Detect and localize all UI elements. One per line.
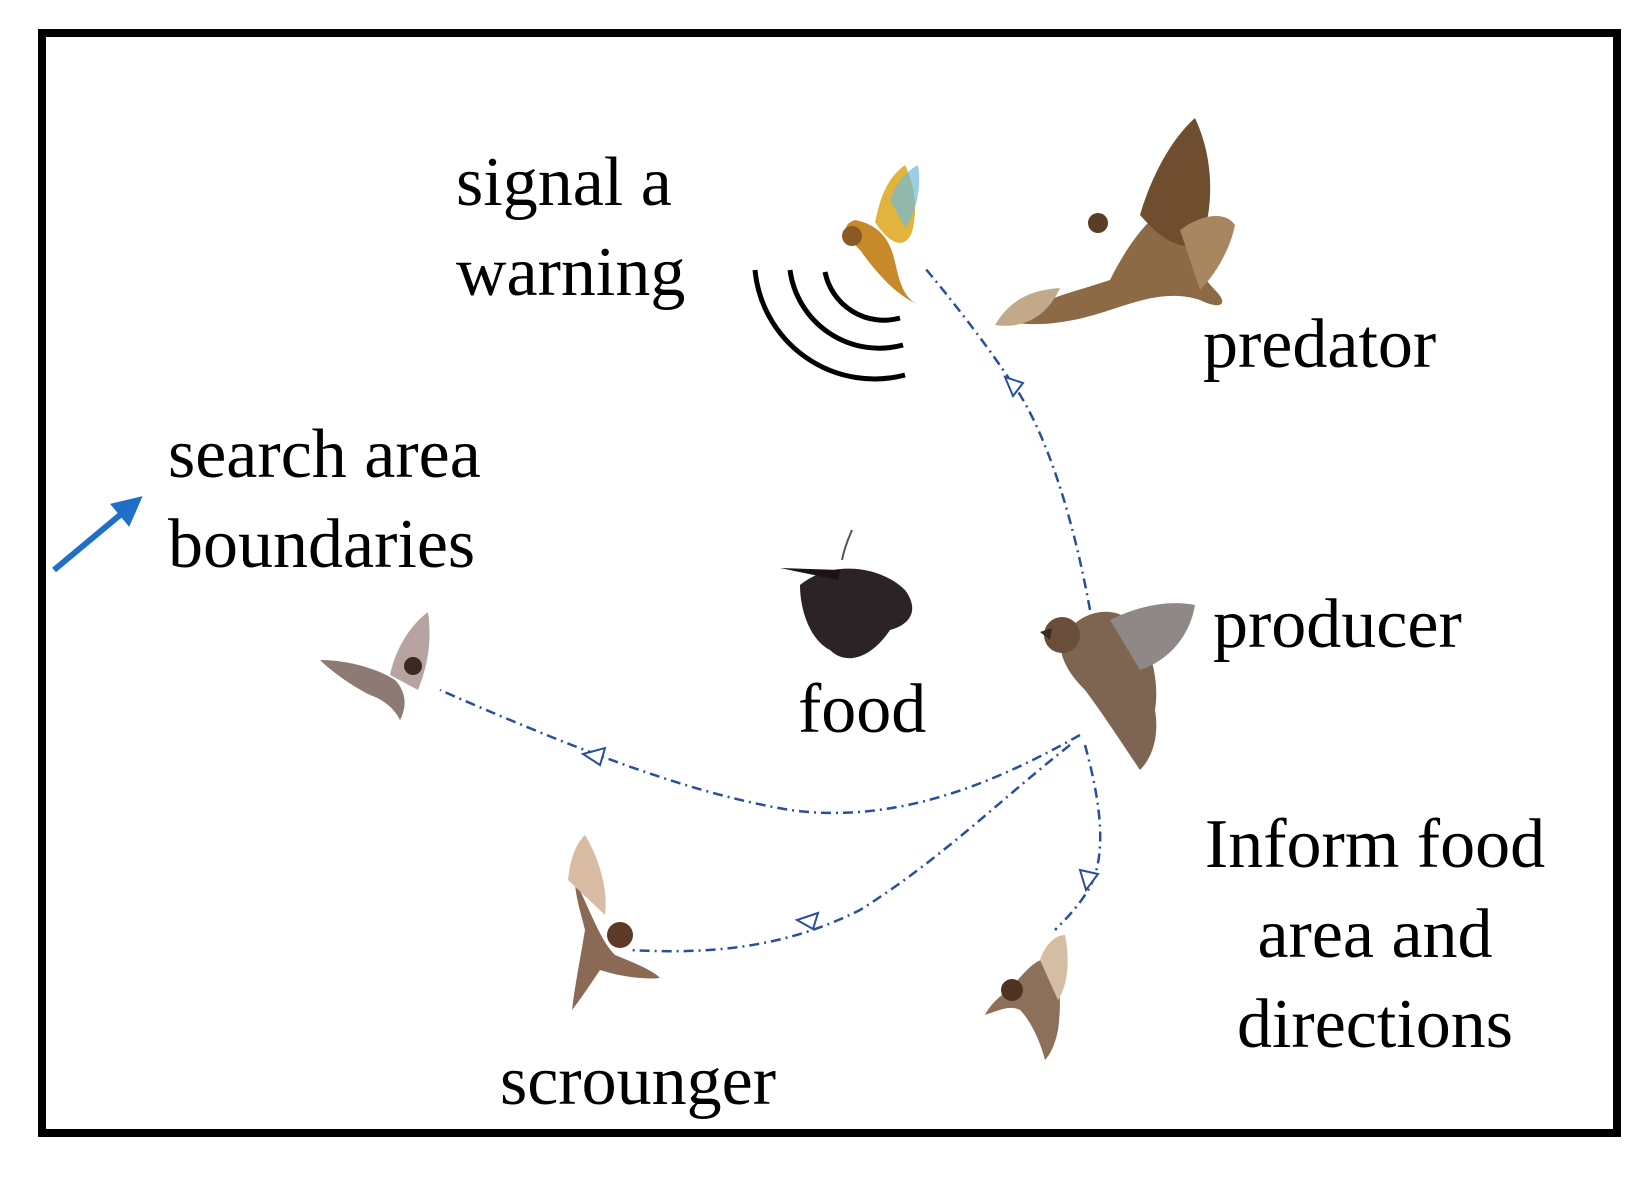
predator-hawk-icon (995, 118, 1235, 326)
producer-label: producer (1213, 580, 1462, 670)
signal-waves-icon (752, 269, 906, 382)
inform-line1: Inform food (1204, 806, 1546, 883)
inform-line3: directions (1236, 986, 1514, 1063)
direction-marker (1078, 868, 1100, 893)
search-area-border (38, 29, 1621, 1137)
path-producer-to-left-bird (439, 688, 1081, 815)
signal-warning-line2: warning (456, 234, 686, 311)
search-area-line1: search area (168, 416, 481, 493)
signal-warning-label: signal a warning (456, 138, 685, 318)
producer-text: producer (1213, 586, 1462, 663)
food-moth-icon (780, 529, 913, 659)
warning-bird-icon (842, 165, 920, 305)
path-producer-to-scrounger (629, 744, 1071, 953)
scrounger-sparrow-icon (568, 835, 660, 1010)
producer-sparrow-icon (1040, 603, 1195, 770)
search-area-line2: boundaries (168, 506, 476, 583)
sparrow-left-icon (320, 612, 430, 720)
signal-warning-line1: signal a (456, 144, 672, 221)
scrounger-text: scrounger (500, 1043, 777, 1120)
search-area-label: search area boundaries (168, 410, 481, 590)
boundary-arrow-icon (52, 496, 143, 573)
direction-marker (794, 911, 820, 931)
predator-label: predator (1203, 300, 1436, 390)
scrounger-label: scrounger (500, 1037, 776, 1127)
direction-marker (580, 746, 607, 767)
food-text: food (798, 671, 927, 748)
sparrow-right-icon (985, 935, 1068, 1060)
path-producer-to-right-bird (1054, 744, 1102, 931)
predator-text: predator (1203, 306, 1437, 383)
direction-marker (1003, 375, 1025, 398)
food-label: food (798, 665, 926, 755)
inform-line2: area and (1257, 896, 1493, 973)
inform-food-label: Inform food area and directions (1185, 800, 1565, 1070)
